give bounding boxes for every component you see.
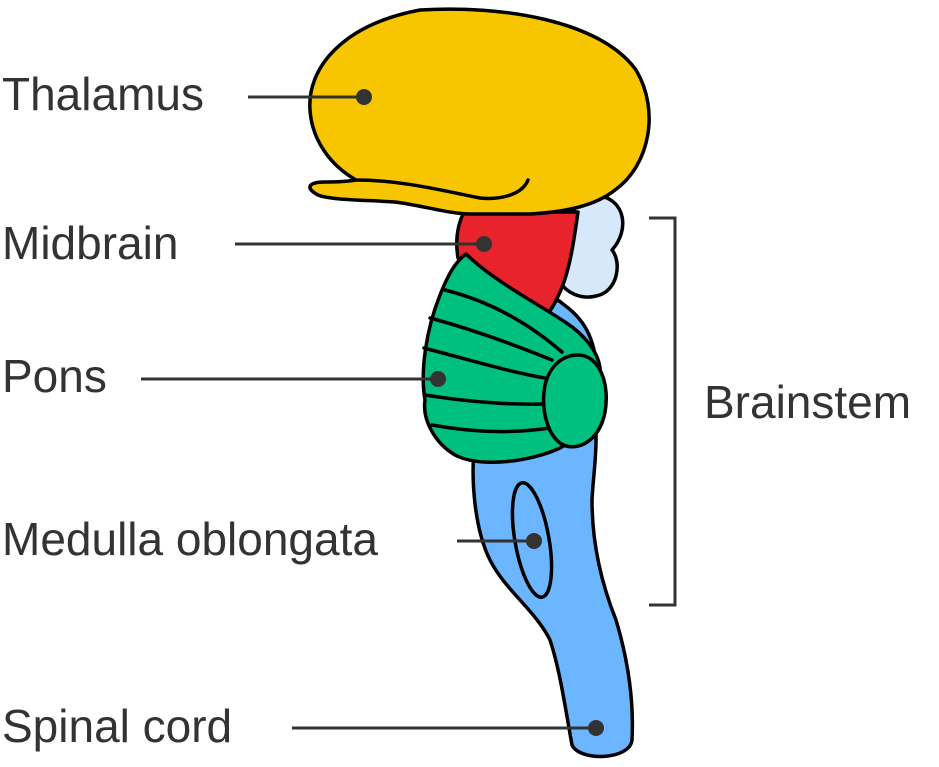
- pons-ridge-5: [430, 423, 552, 434]
- medulla-dot: [526, 533, 542, 549]
- label-pons: Pons: [2, 350, 107, 402]
- pons-ridge-4: [423, 393, 547, 406]
- label-thalamus: Thalamus: [2, 68, 204, 120]
- pons-ridge-3: [422, 346, 547, 380]
- label-medulla: Medulla oblongata: [2, 513, 378, 565]
- label-midbrain: Midbrain: [2, 217, 178, 269]
- brainstem-bracket: [649, 216, 677, 607]
- pons-ridge-1: [443, 288, 564, 354]
- label-brainstem: Brainstem: [704, 376, 911, 428]
- pons-bulb: [541, 353, 608, 449]
- label-spinal-cord: Spinal cord: [2, 700, 232, 752]
- pons-ridge-2: [428, 316, 554, 362]
- spinal-cord-dot: [588, 720, 604, 736]
- thalamus-groove: [354, 178, 530, 201]
- medulla-oval: [510, 481, 554, 599]
- thalamus-shape: [308, 7, 651, 216]
- midbrain-dot: [476, 236, 492, 252]
- pons-dot: [430, 371, 446, 387]
- thalamus-dot: [356, 89, 372, 105]
